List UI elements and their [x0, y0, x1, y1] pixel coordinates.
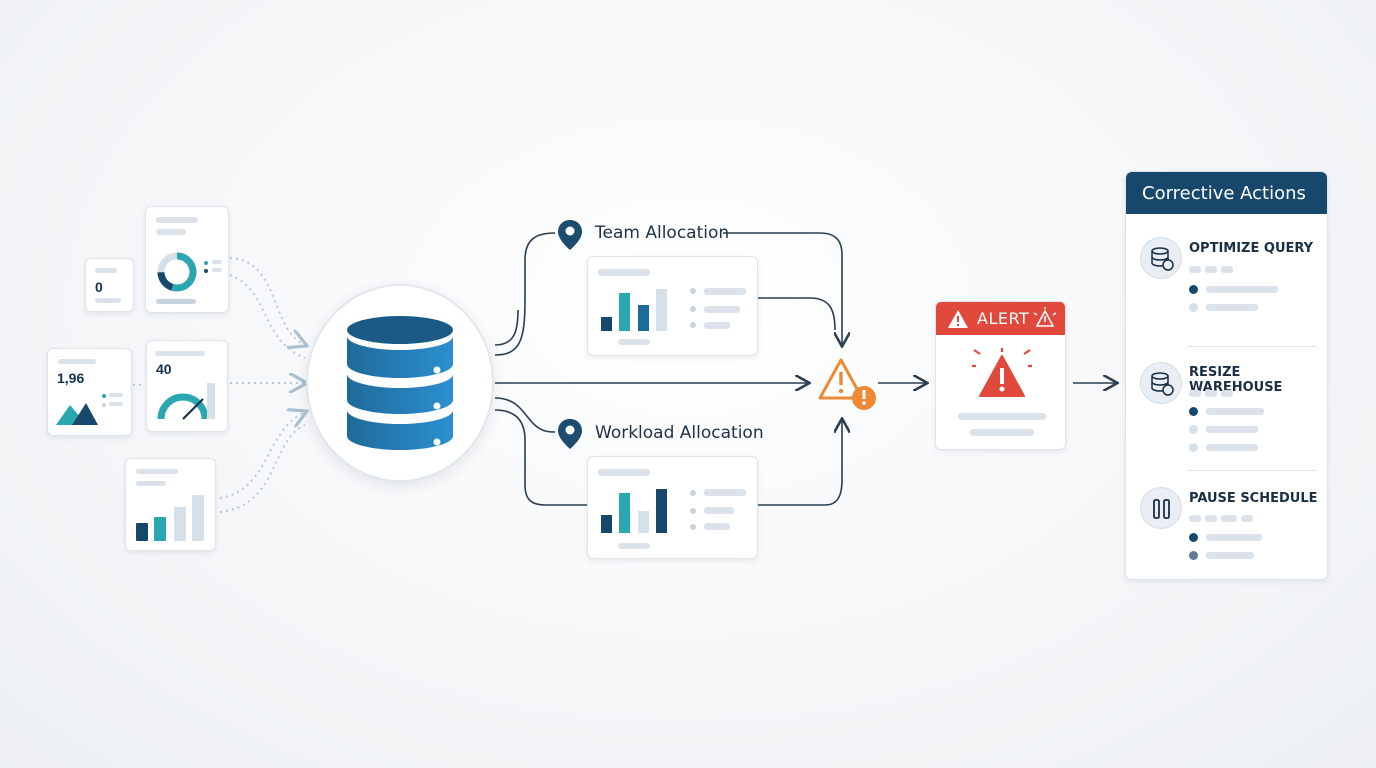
team-allocation-card [587, 256, 758, 356]
database-gear-icon [1151, 247, 1174, 271]
alert-card: ALERT [935, 301, 1066, 450]
source-card-kpi-b: 1,96 [47, 348, 132, 436]
divider-1 [1188, 346, 1316, 347]
team-card-to-warning-line [758, 297, 836, 331]
kpi-a-value: 0 [95, 279, 103, 295]
database-icon [347, 316, 453, 450]
team-allocation-label: Team Allocation [595, 223, 730, 243]
team-to-warning-line [723, 232, 842, 345]
workload-branch-line [494, 397, 556, 433]
alert-header: ALERT [936, 302, 1065, 335]
alert-header-label: ALERT [977, 309, 1030, 328]
source-link-5 [219, 424, 306, 513]
workload-allocation-label: Workload Allocation [595, 423, 764, 443]
source-card-bars [125, 458, 216, 551]
kpi-b-value: 1,96 [57, 370, 85, 386]
pause-schedule-icon-circle[interactable] [1140, 487, 1182, 529]
workload-bar-chart [601, 489, 667, 533]
database-resize-icon [1151, 372, 1174, 396]
bar-chart-icon [136, 495, 204, 541]
source-link-1 [229, 257, 305, 345]
database-hub [306, 284, 494, 482]
donut-chart-icon [157, 252, 197, 292]
kpi-c-value: 40 [156, 361, 172, 377]
gauge-icon [157, 383, 215, 420]
source-card-gauge: 40 [146, 340, 228, 432]
optimize-query-icon-circle[interactable] [1140, 237, 1182, 279]
workload-card-to-warning-line [758, 420, 842, 506]
workload-allocation-card [587, 456, 758, 559]
team-bar-chart [601, 289, 667, 331]
action-pause-schedule[interactable]: PAUSE SCHEDULE [1189, 491, 1318, 506]
corrective-actions-title: Corrective Actions [1126, 172, 1327, 214]
source-card-donut [145, 206, 229, 313]
source-card-kpi-a: 0 [85, 258, 134, 312]
divider-2 [1188, 470, 1316, 471]
source-link-2 [229, 274, 306, 359]
corrective-actions-panel: Corrective Actions OPTIMIZE QUERY [1125, 171, 1328, 580]
area-chart-icon [56, 403, 98, 425]
alert-warning-icon [972, 348, 1032, 397]
pause-icon [1153, 499, 1170, 519]
alarm-bell-icon [1033, 307, 1057, 327]
workload-location-pin-icon [558, 419, 582, 449]
team-location-pin-icon [558, 220, 582, 250]
action-optimize-query[interactable]: OPTIMIZE QUERY [1189, 241, 1314, 256]
resize-warehouse-icon-circle[interactable] [1140, 362, 1182, 404]
alert-triangle-icon [948, 310, 968, 328]
source-link-4 [219, 412, 305, 499]
team-branch-line [494, 232, 556, 356]
warning-node-icon [818, 358, 876, 410]
